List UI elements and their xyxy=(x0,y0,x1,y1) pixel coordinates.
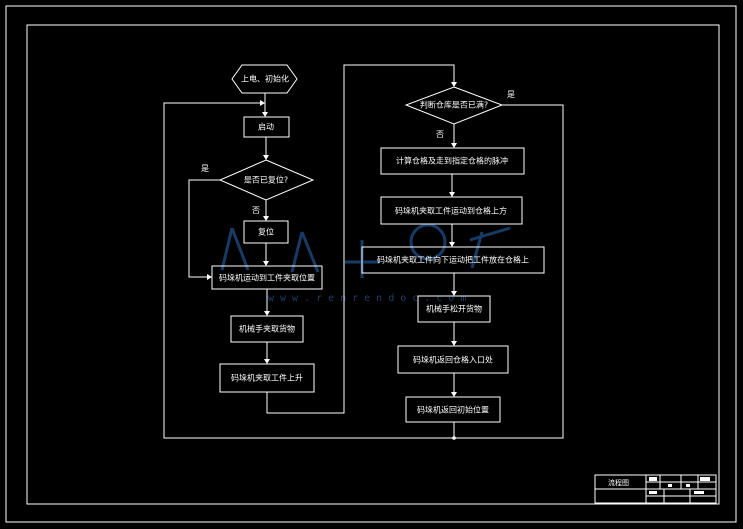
process-lower-and-place xyxy=(361,246,545,274)
process-lift-workpiece-label: 码垛机夹取工件上升 xyxy=(231,373,303,383)
title-block-drawing-name: 流程图 xyxy=(608,478,629,487)
decision-reset-label: 是否已复位? xyxy=(244,175,288,185)
process-compute-pulses-label: 计算仓格及走到指定仓格的脉冲 xyxy=(396,156,508,166)
decision-reset-yes: 是 xyxy=(201,164,209,173)
inner-border xyxy=(26,24,720,505)
process-move-to-pick-label: 码垛机运动到工件夹取位置 xyxy=(219,273,315,283)
decision-reset-no: 否 xyxy=(252,206,260,215)
title-block-cell-mark xyxy=(700,477,710,481)
arrowhead xyxy=(451,82,457,87)
arrowhead xyxy=(260,100,265,106)
arrowhead xyxy=(449,192,455,197)
title-block-cell-mark xyxy=(686,484,690,487)
arrowhead xyxy=(263,155,269,160)
decision-full-no: 否 xyxy=(436,130,444,139)
arrowhead xyxy=(263,216,269,221)
watermark-glyph xyxy=(290,231,320,273)
process-reset-label: 复位 xyxy=(258,227,274,237)
arrowhead xyxy=(207,274,212,280)
process-lower-and-place-label: 码垛机夹取工件向下运动把工件放在仓格上 xyxy=(377,255,529,265)
arrowhead xyxy=(449,242,455,247)
yes-connector-reset xyxy=(188,179,220,278)
process-release-goods-label: 机械手松开货物 xyxy=(426,304,482,314)
process-return-initial-label: 码垛机返回初始位置 xyxy=(417,405,489,415)
title-block-cell-mark xyxy=(649,491,657,494)
title-block: 流程图 xyxy=(594,474,717,504)
decision-full-label: 判断仓库是否已满? xyxy=(420,100,488,110)
arrowhead xyxy=(262,112,268,117)
arrowhead xyxy=(264,359,270,364)
watermark-glyph xyxy=(220,227,250,271)
cross-column-connector xyxy=(266,64,455,414)
start-label: 上电、初始化 xyxy=(241,74,289,84)
process-start-label: 启动 xyxy=(258,122,274,132)
watermark-glyph xyxy=(409,223,447,261)
process-return-entrance-label: 码垛机返回仓格入口处 xyxy=(413,355,493,365)
start-node xyxy=(231,64,298,94)
decision-full-yes: 是 xyxy=(507,90,515,99)
process-return-initial xyxy=(405,396,501,423)
arrowhead xyxy=(451,291,457,296)
process-grab-goods-label: 机械手夹取货物 xyxy=(239,324,295,334)
outer-border xyxy=(5,5,737,523)
watermark-text: www.renrendoc.com xyxy=(268,293,472,304)
arrowhead xyxy=(451,143,457,148)
process-return-entrance xyxy=(397,345,509,374)
arrowhead xyxy=(264,311,270,316)
process-move-above-slot-label: 码垛机夹取工件运动到仓格上方 xyxy=(395,206,507,216)
watermark-glyph xyxy=(469,226,511,269)
arrowhead xyxy=(451,341,457,346)
title-block-cell-mark xyxy=(649,477,657,481)
arrowhead xyxy=(451,392,457,397)
title-block-cell-mark xyxy=(694,491,704,494)
title-block-cell-mark xyxy=(668,484,672,487)
arrowhead xyxy=(263,261,269,266)
yes-loop-connector xyxy=(163,102,564,439)
